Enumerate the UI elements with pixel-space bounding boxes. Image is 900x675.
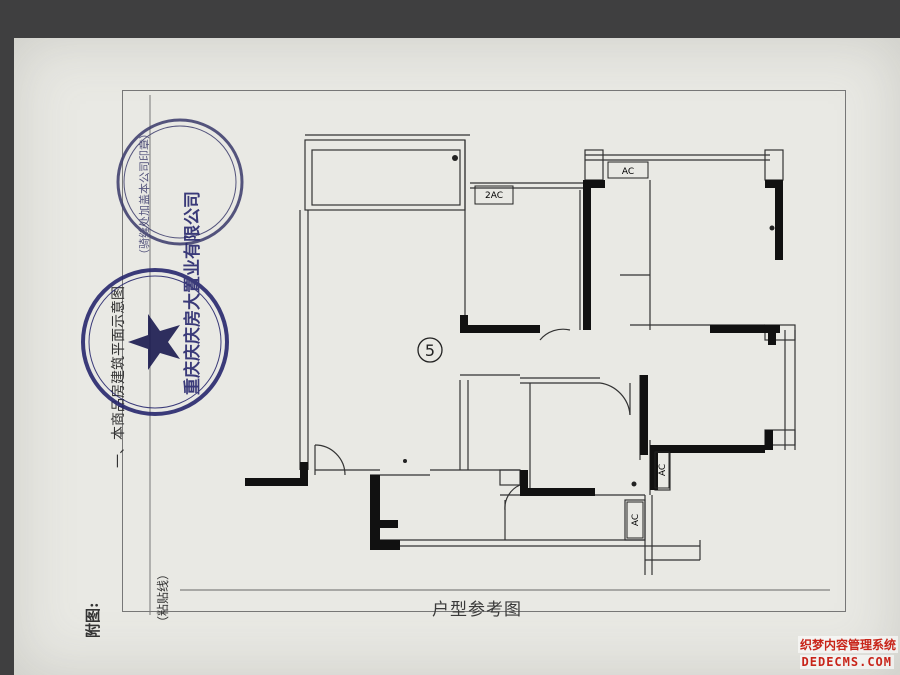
- top-seal: （骑缝处加盖本公司印章）: [116, 118, 244, 260]
- svg-text:AC: AC: [622, 167, 634, 177]
- floorplan-caption: 户型参考图: [432, 600, 522, 620]
- svg-text:AC: AC: [658, 464, 668, 476]
- thin-walls: [299, 134, 796, 575]
- ac-unit-right: AC: [654, 451, 670, 489]
- company-seal: 重庆庆庆房大置业有限公司: [81, 191, 229, 416]
- watermark-url: DEDECMS.COM: [799, 655, 894, 669]
- svg-text:重庆庆庆房大置业有限公司: 重庆庆庆房大置业有限公司: [182, 191, 203, 395]
- svg-text:（骑缝处加盖本公司印章）: （骑缝处加盖本公司印章）: [137, 128, 151, 260]
- svg-text:2AC: 2AC: [485, 191, 503, 201]
- svg-text:5: 5: [425, 341, 435, 360]
- ac-unit-2ac: 2AC: [474, 185, 514, 205]
- watermark-brand: 织梦内容管理系统: [797, 636, 898, 653]
- unit-number-marker: 5: [417, 337, 443, 363]
- thick-walls: [245, 180, 783, 550]
- svg-text:AC: AC: [631, 514, 641, 526]
- ac-unit-bottom: AC: [626, 501, 644, 539]
- ac-unit-top: AC: [607, 161, 649, 179]
- document-sheet: 附图: 一、本商品房建筑平面示意图 （粘贴线） 织梦内容管理系统 DEDECMS…: [14, 38, 900, 675]
- page-frame: [122, 90, 846, 612]
